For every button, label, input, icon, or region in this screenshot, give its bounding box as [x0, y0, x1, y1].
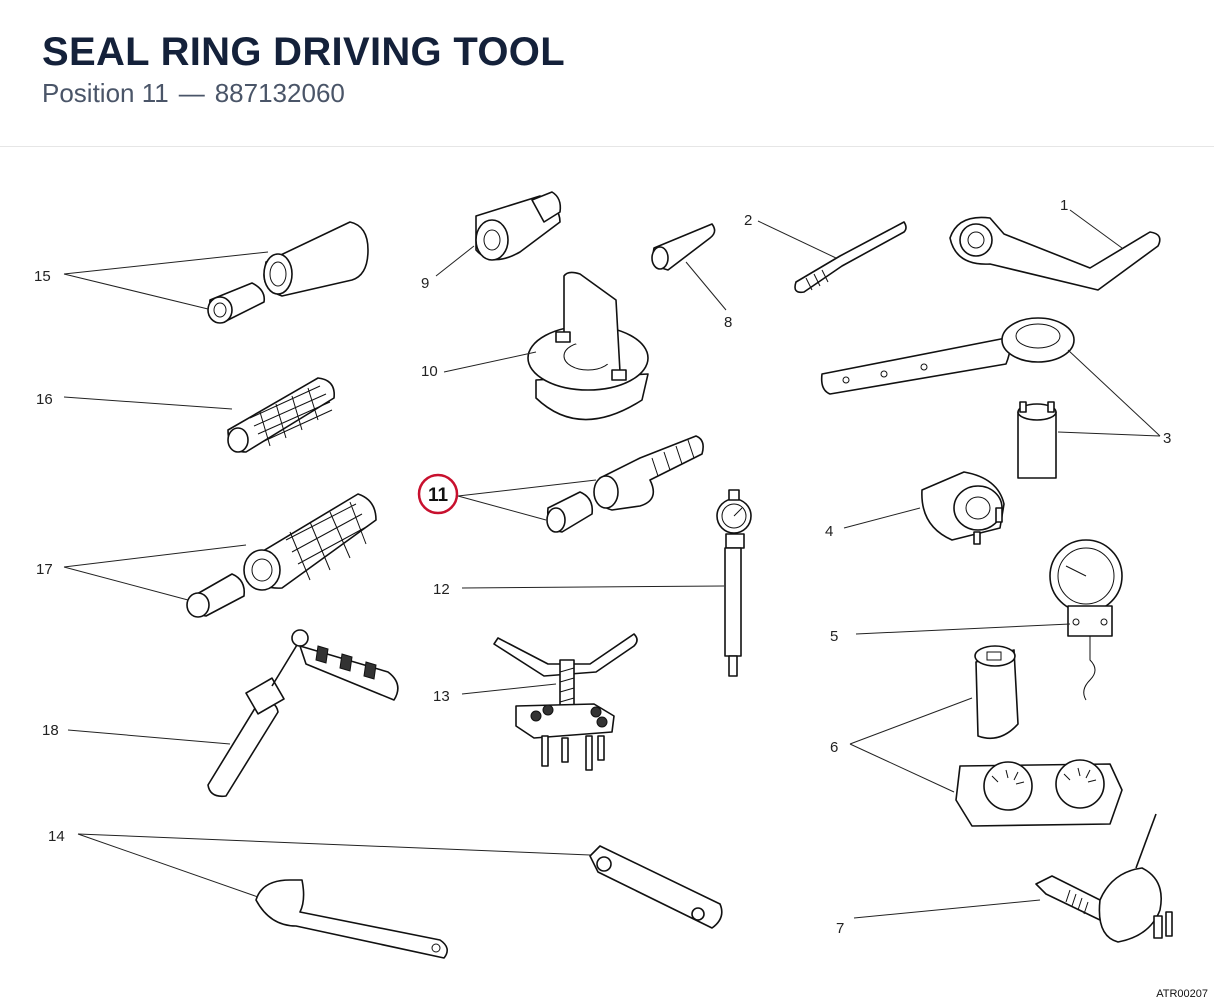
callout-10: 10 — [421, 363, 438, 380]
callout-15: 15 — [34, 268, 51, 285]
callout-18: 18 — [42, 722, 59, 739]
position-label: Position 11 — [42, 78, 169, 108]
tool-4-pin-socket — [921, 471, 1005, 545]
tool-2-threaded-pin — [794, 221, 907, 294]
tool-1-bent-wrench — [949, 216, 1161, 291]
tool-16-knurled-rod — [227, 377, 335, 453]
callout-1: 1 — [1060, 197, 1068, 214]
separator: — — [178, 78, 205, 108]
tool-10-bell-puller — [527, 271, 649, 421]
callout-2: 2 — [744, 212, 752, 229]
tool-15-sockets — [207, 221, 369, 324]
callout-3: 3 — [1163, 430, 1171, 447]
tool-17-knurled-sleeve — [186, 493, 377, 618]
callout-8: 8 — [724, 314, 732, 331]
callout-11: 11 — [428, 485, 449, 506]
tool-11-seal-ring-driver — [546, 435, 704, 533]
tool-5-dial-indicator — [1049, 539, 1123, 701]
part-number: 887132060 — [214, 78, 345, 108]
tool-8-cone — [651, 223, 716, 271]
callout-14: 14 — [48, 828, 65, 845]
page-title: SEAL RING DRIVING TOOL — [42, 30, 565, 74]
tool-9-adapter — [475, 191, 562, 261]
callout-7: 7 — [836, 920, 844, 937]
drawing-code: ATR00207 — [1156, 988, 1208, 1000]
tool-12-dial-bore-gauge — [716, 489, 752, 677]
tool-6-socket-and-ring-holder — [955, 645, 1123, 827]
tool-13-puller — [493, 633, 638, 771]
page-subtitle: Position 11 — 887132060 — [42, 78, 345, 109]
callout-5: 5 — [830, 628, 838, 645]
tool-7-spring-puller — [1035, 813, 1173, 943]
header: SEAL RING DRIVING TOOL Position 11 — 88713… — [0, 0, 1214, 147]
callout-9: 9 — [421, 275, 429, 292]
tool-3-spanner-and-socket — [820, 317, 1075, 479]
callout-17: 17 — [36, 561, 53, 578]
callout-16: 16 — [36, 391, 53, 408]
tool-18-ratchet-handle — [207, 629, 399, 798]
callout-13: 13 — [433, 688, 450, 705]
tool-14-spanner-wrenches — [255, 845, 723, 959]
position-11-highlight: 11 — [417, 473, 459, 515]
callout-6: 6 — [830, 739, 838, 756]
callout-4: 4 — [825, 523, 833, 540]
callout-12: 12 — [433, 581, 450, 598]
